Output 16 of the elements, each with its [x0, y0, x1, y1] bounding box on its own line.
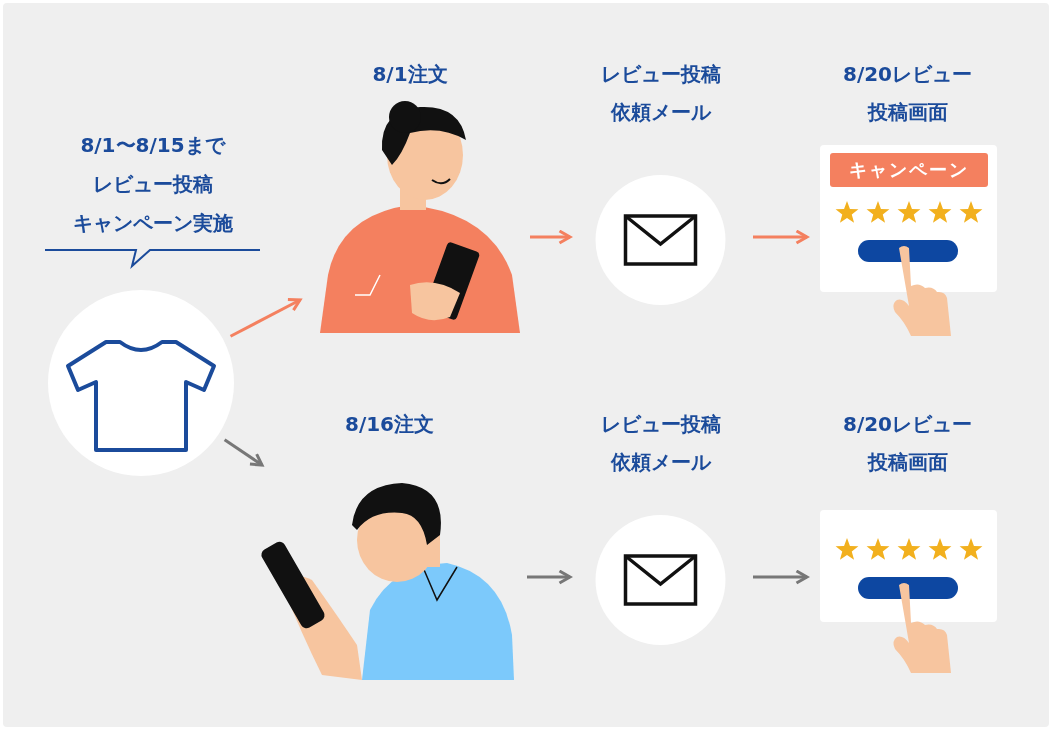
step-heading: 8/16注文: [344, 411, 435, 438]
campaign-badge: キャンペーン: [830, 153, 988, 187]
campaign-note: キャンペーン実施: [71, 210, 234, 237]
step-heading: レビュー投稿依頼メール: [599, 411, 722, 476]
step-heading: 8/20レビュー投稿画面: [841, 411, 974, 476]
campaign-note: 8/1〜8/15まで: [79, 132, 227, 159]
arrow: [527, 569, 572, 585]
arrow: [229, 298, 302, 338]
step-heading: レビュー投稿依頼メール: [599, 61, 722, 126]
campaign-note: レビュー投稿: [91, 171, 214, 198]
step-heading: 8/1注文: [372, 61, 448, 88]
step-heading: 8/20レビュー投稿画面: [841, 61, 974, 126]
arrow: [223, 438, 264, 467]
arrow: [530, 229, 572, 245]
arrow: [753, 569, 809, 585]
arrow: [753, 229, 809, 245]
